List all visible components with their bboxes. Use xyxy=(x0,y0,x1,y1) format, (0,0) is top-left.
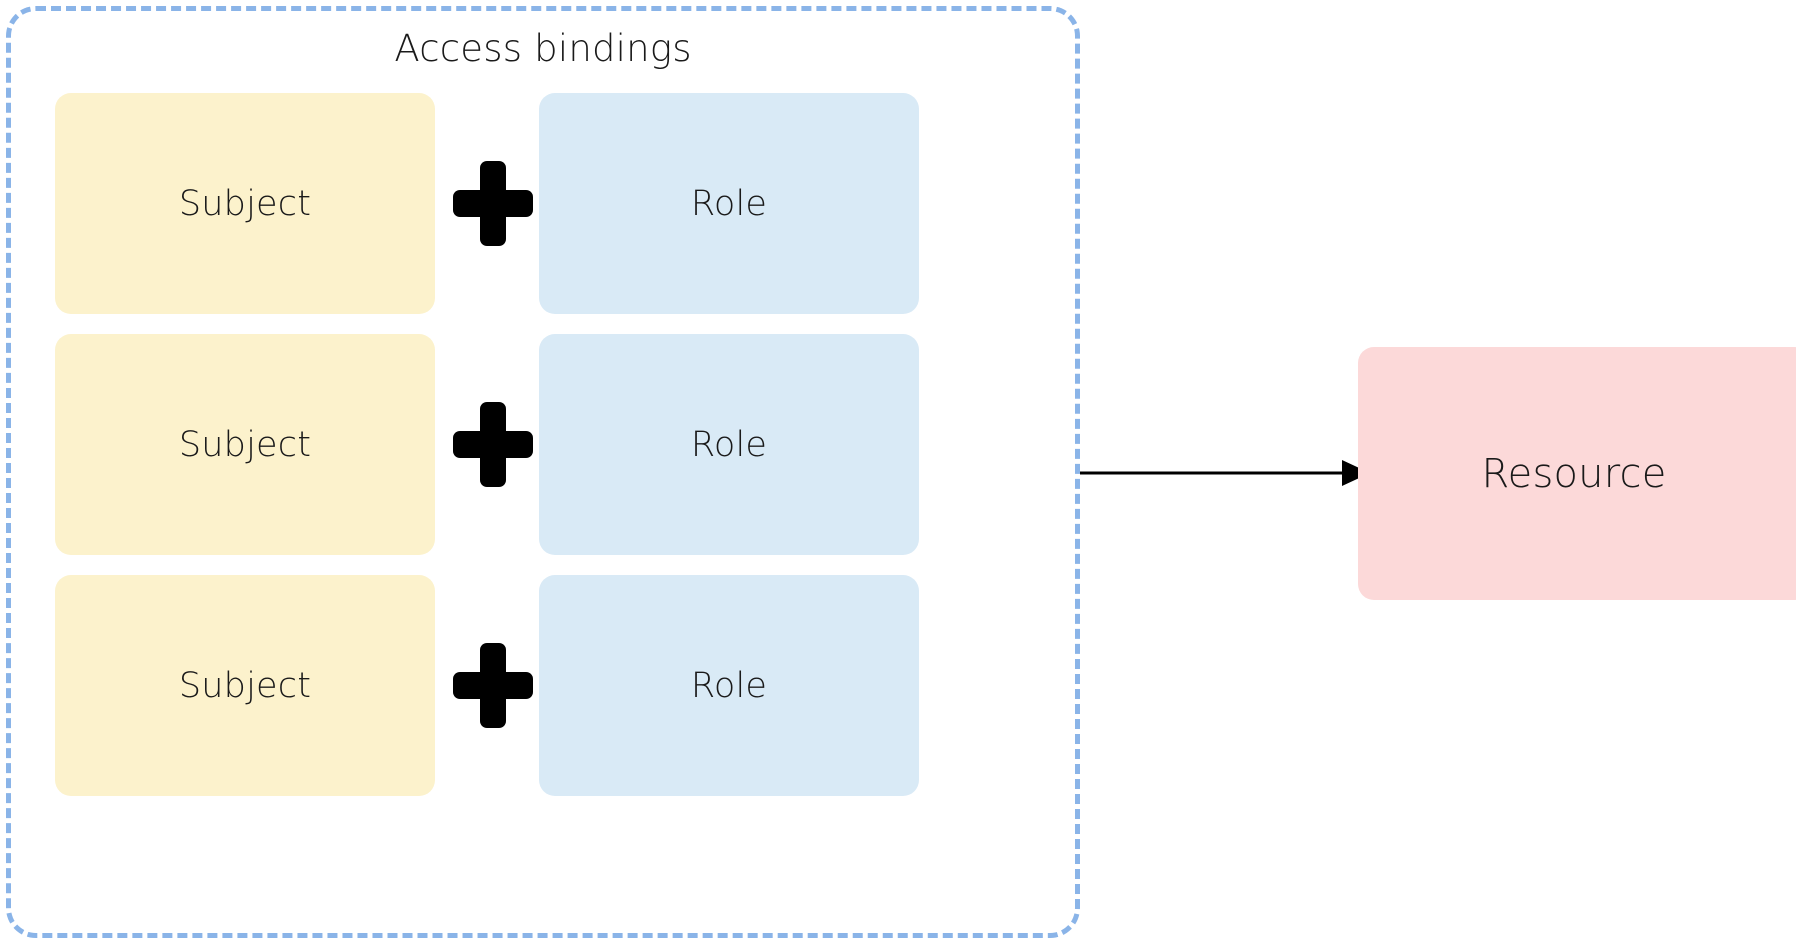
subject-label: Subject xyxy=(178,665,312,706)
binding-rows: Subject Role Subject xyxy=(55,93,1047,796)
arrow-right-icon xyxy=(1080,460,1370,486)
subject-label: Subject xyxy=(178,424,312,465)
access-bindings-group: Access bindings Subject Role Subject xyxy=(6,6,1080,938)
binding-row: Subject Role xyxy=(55,575,1047,796)
binding-row: Subject Role xyxy=(55,334,1047,555)
plus-icon xyxy=(453,161,533,246)
plus-icon-vertical-bar xyxy=(480,402,506,487)
role-label: Role xyxy=(690,424,768,465)
plus-icon-vertical-bar xyxy=(480,643,506,728)
role-label: Role xyxy=(690,183,768,224)
plus-icon xyxy=(453,402,533,487)
role-node[interactable]: Role xyxy=(539,93,919,314)
plus-icon-vertical-bar xyxy=(480,161,506,246)
subject-label: Subject xyxy=(178,183,312,224)
subject-node[interactable]: Subject xyxy=(55,334,435,555)
subject-node[interactable]: Subject xyxy=(55,93,435,314)
role-node[interactable]: Role xyxy=(539,334,919,555)
resource-label: Resource xyxy=(1481,450,1667,497)
plus-icon xyxy=(453,643,533,728)
role-node[interactable]: Role xyxy=(539,575,919,796)
resource-node[interactable]: Resource xyxy=(1358,347,1796,600)
role-label: Role xyxy=(690,665,768,706)
subject-node[interactable]: Subject xyxy=(55,575,435,796)
binding-row: Subject Role xyxy=(55,93,1047,314)
group-title: Access bindings xyxy=(394,27,692,70)
